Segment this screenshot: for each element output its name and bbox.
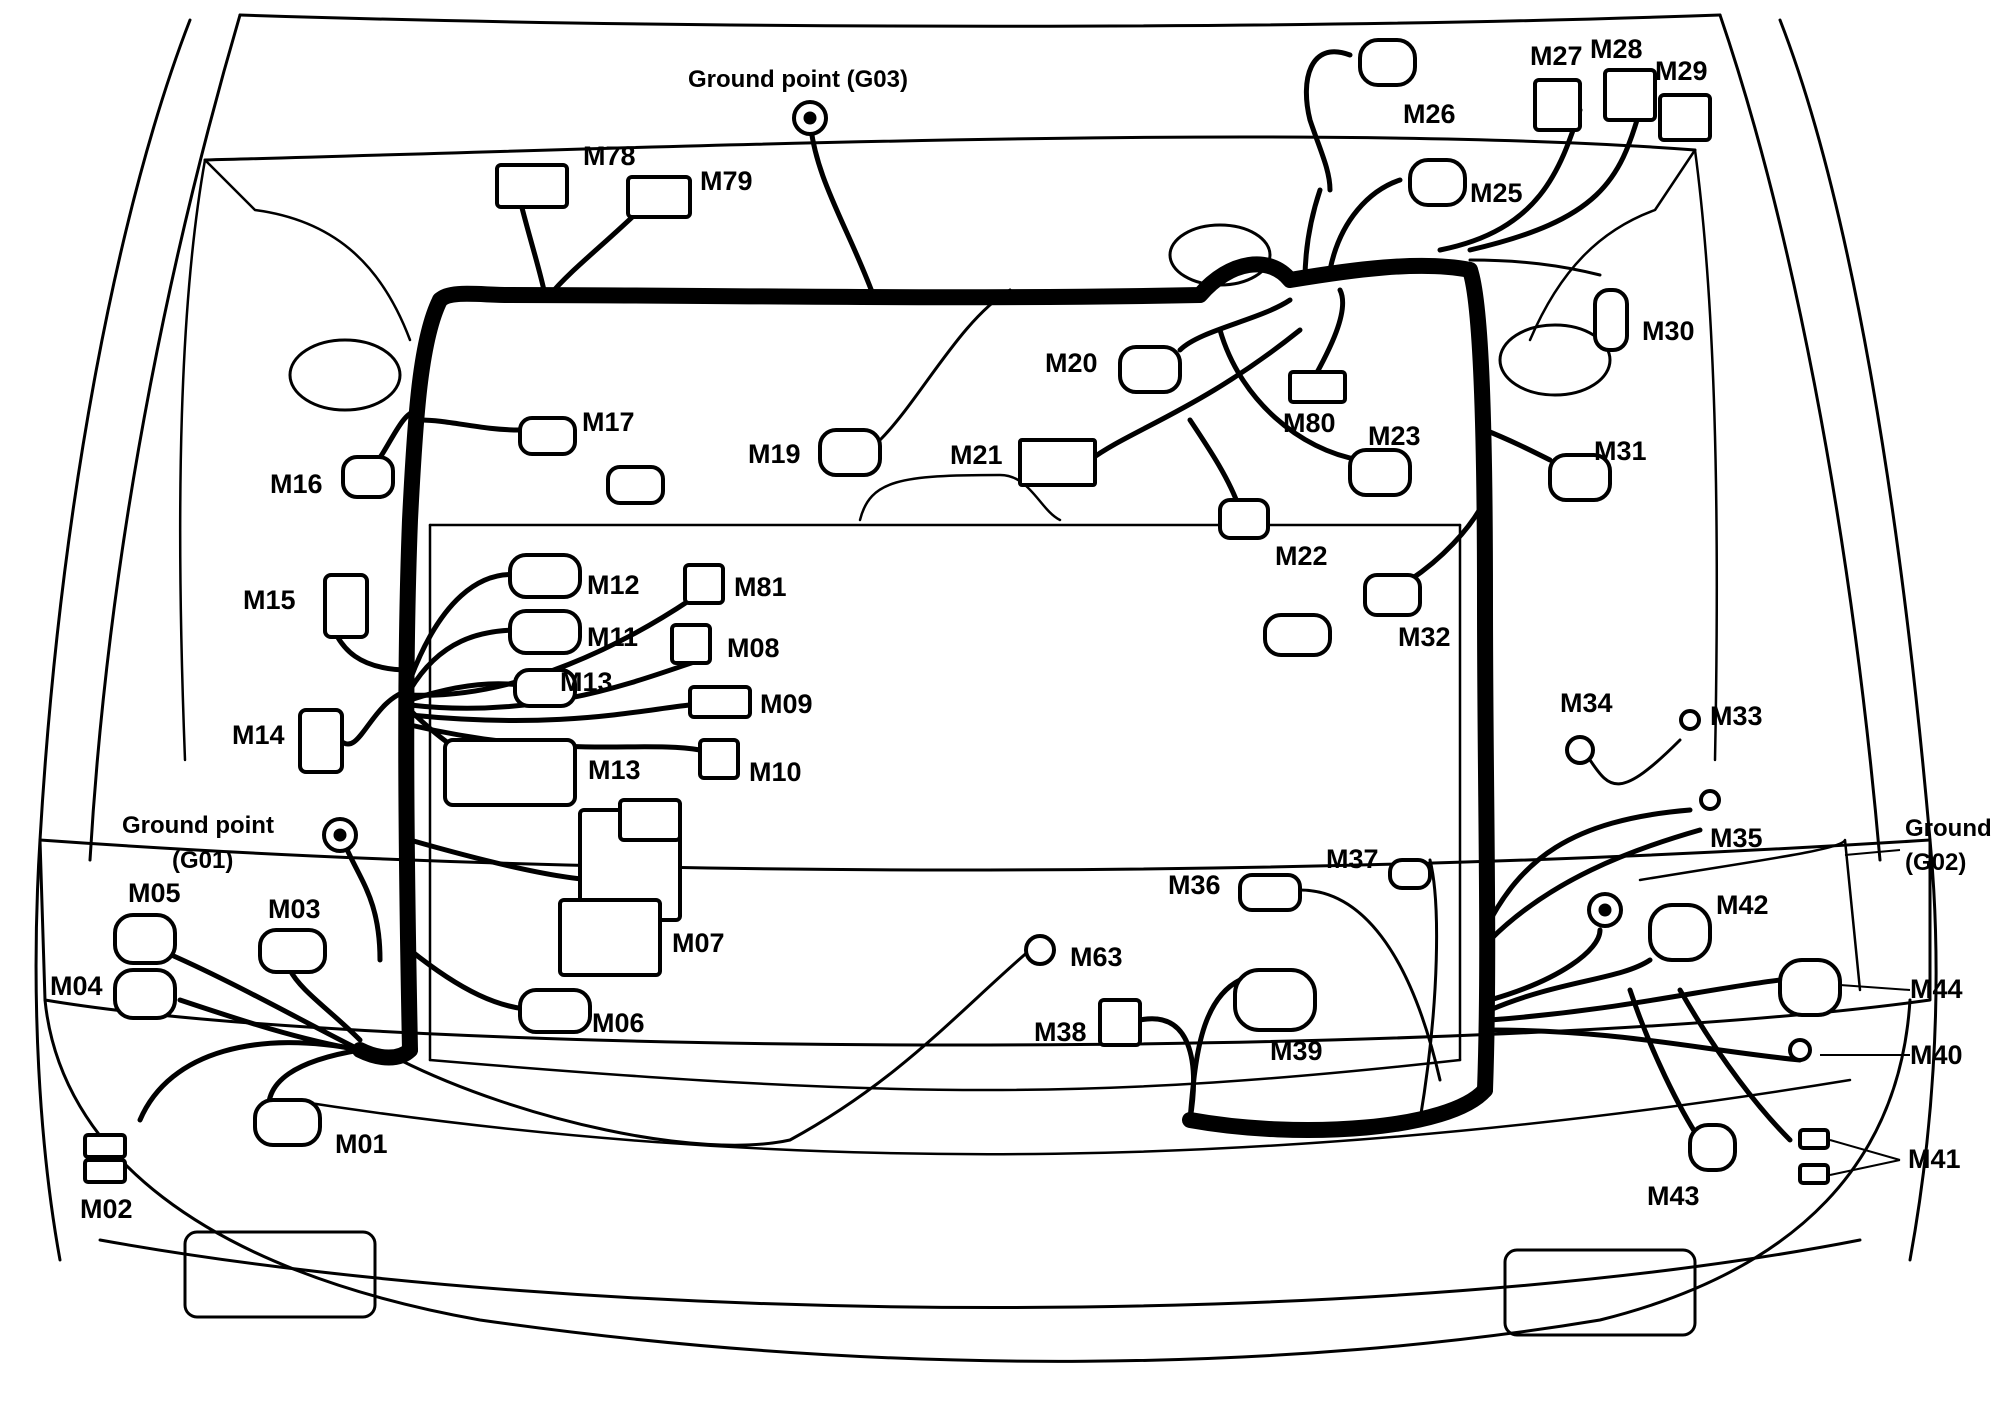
label-m11: M11 [587,622,638,652]
label-m19: M19 [748,439,801,469]
label-m21: M21 [950,440,1003,470]
label-m16: M16 [270,469,323,499]
label-m14: M14 [232,720,285,750]
label-m38: M38 [1034,1017,1087,1047]
leader-lines [1820,849,1911,1176]
label-m37: M37 [1326,844,1379,874]
label-m04: M04 [50,971,103,1001]
label-m13-upper: M13 [560,667,613,697]
label-m20: M20 [1045,348,1098,378]
label-m78: M78 [583,141,636,171]
label-m28: M28 [1590,34,1643,64]
label-m03: M03 [268,894,321,924]
label-m08: M08 [727,633,780,663]
label-m81: M81 [734,572,787,602]
label-m26: M26 [1403,99,1456,129]
label-m36: M36 [1168,870,1221,900]
label-m30: M30 [1642,316,1695,346]
label-m29: M29 [1655,56,1708,86]
label-m10: M10 [749,757,802,787]
connector-labels: M78 M79 M26 M25 M27 M28 M29 M30 M17 M16 … [50,34,1963,1224]
label-m40: M40 [1910,1040,1963,1070]
label-m05: M05 [128,878,181,908]
label-m44: M44 [1910,974,1963,1004]
label-m06: M06 [592,1008,645,1038]
label-ground-g01-line1: Ground point [122,812,274,839]
label-m41: M41 [1908,1144,1961,1174]
label-m33: M33 [1710,701,1763,731]
label-ground-g02-line1: Ground [1905,815,1992,842]
label-m12: M12 [587,570,640,600]
label-m13-lower: M13 [588,755,641,785]
branch-wires [137,49,1803,1147]
label-ground-g01-line2: (G01) [172,847,233,874]
vehicle-body-outline [34,13,1938,1363]
main-wire-harness [352,256,1496,1138]
label-m42: M42 [1716,890,1769,920]
connector-shapes [83,38,1842,1185]
label-m63: M63 [1070,942,1123,972]
ground-point-labels: Ground point (G03) Ground point (G01) Gr… [122,66,1992,876]
label-m09: M09 [760,689,813,719]
label-m79: M79 [700,166,753,196]
label-m31: M31 [1594,436,1647,466]
label-m07: M07 [672,928,725,958]
label-m34: M34 [1560,688,1613,718]
label-m17: M17 [582,407,635,437]
label-m22: M22 [1275,541,1328,571]
label-m15: M15 [243,585,296,615]
label-m43: M43 [1647,1181,1700,1211]
label-m27: M27 [1530,41,1583,71]
label-ground-g02-line2: (G02) [1905,849,1966,876]
label-m32: M32 [1398,622,1451,652]
label-m80: M80 [1283,408,1336,438]
label-m39: M39 [1270,1036,1323,1066]
label-m23: M23 [1368,421,1421,451]
label-ground-g03: Ground point (G03) [688,66,908,93]
label-m35: M35 [1710,823,1763,853]
label-m25: M25 [1470,178,1523,208]
label-m01: M01 [335,1129,388,1159]
label-m02: M02 [80,1194,133,1224]
